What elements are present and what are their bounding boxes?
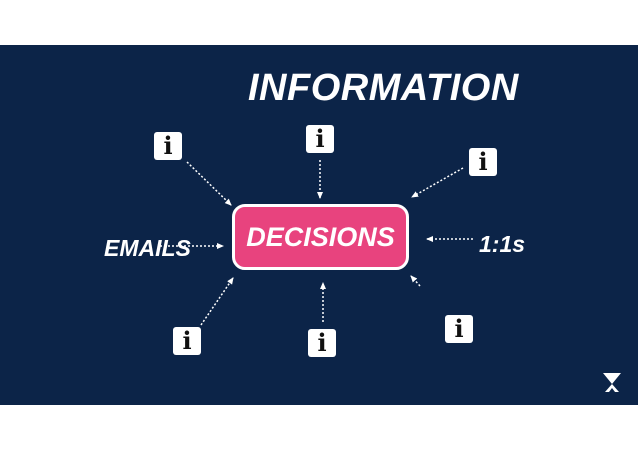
emails-label: EMAILS — [104, 235, 191, 261]
atlassian-logo-icon — [603, 373, 621, 392]
decisions-box: DECISIONS — [232, 204, 409, 270]
info-icon-glyph: i — [454, 314, 464, 343]
arrow-top-right — [411, 167, 464, 198]
info-icon: i — [469, 148, 497, 176]
slide-title: INFORMATION — [248, 67, 519, 109]
arrows-layer — [160, 160, 473, 326]
slide: INFORMATION DECISIONS EMAILS 1:1s i i i … — [0, 45, 638, 405]
info-icon-glyph: i — [182, 326, 192, 355]
decisions-label: DECISIONS — [246, 221, 395, 252]
info-icon-glyph: i — [315, 124, 325, 153]
info-icon: i — [445, 315, 473, 343]
info-icon-glyph: i — [478, 147, 488, 176]
info-icon-glyph: i — [163, 131, 173, 160]
one-on-ones-label: 1:1s — [479, 231, 526, 257]
arrow-bottom-left — [200, 277, 234, 326]
info-icon: i — [308, 329, 336, 357]
info-icon-glyph: i — [317, 328, 327, 357]
arrow-top-left — [186, 161, 232, 206]
info-icon: i — [173, 327, 201, 355]
info-icon: i — [154, 132, 182, 160]
arrow-bottom-right — [410, 275, 421, 287]
info-icon: i — [306, 125, 334, 153]
